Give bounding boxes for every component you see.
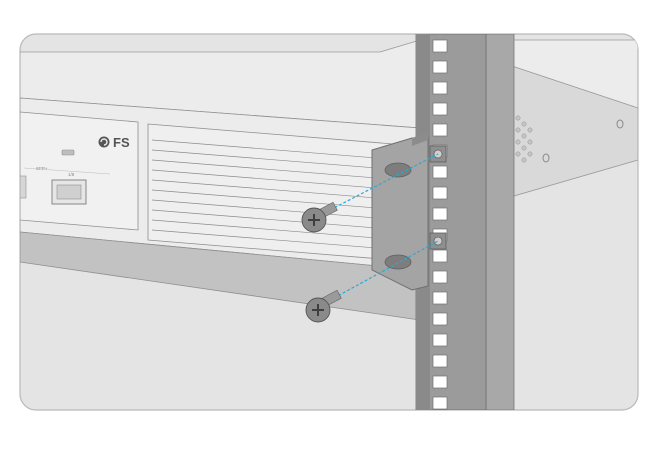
- brand-logo-icon: [98, 136, 110, 148]
- screw-lower: [305, 289, 342, 323]
- sfp-port-inner: [56, 184, 82, 200]
- side-screw-holes: [542, 119, 624, 163]
- bracket-slot-lower: [384, 254, 412, 270]
- screw-upper: [301, 201, 338, 233]
- edge-port: [20, 175, 27, 199]
- bracket-slot-upper: [384, 162, 412, 178]
- brand-logo-mark: [100, 138, 108, 146]
- bracket-flange: [412, 132, 428, 146]
- screw-upper-cross-icon: [308, 214, 320, 226]
- rack-post-rear: [485, 34, 515, 410]
- rack-holes: [432, 39, 448, 410]
- brand-label: FS: [113, 135, 130, 150]
- vent-slots: [151, 139, 415, 252]
- rack-rail: [415, 34, 515, 410]
- port-label-line: [23, 167, 111, 175]
- status-led: [61, 149, 75, 156]
- port-group-label: SFP+: [36, 166, 48, 171]
- alignment-guides: [329, 153, 439, 299]
- cage-nut-lower-hole: [433, 236, 443, 246]
- guide-line-upper: [329, 153, 439, 211]
- brand-logo: FS: [98, 135, 130, 150]
- port-module: [20, 111, 139, 231]
- port-number-label: 1/8: [68, 172, 75, 177]
- side-vent-holes: [515, 115, 533, 163]
- screw-lower-cross-icon: [312, 304, 324, 316]
- mounting-bracket: [371, 132, 447, 291]
